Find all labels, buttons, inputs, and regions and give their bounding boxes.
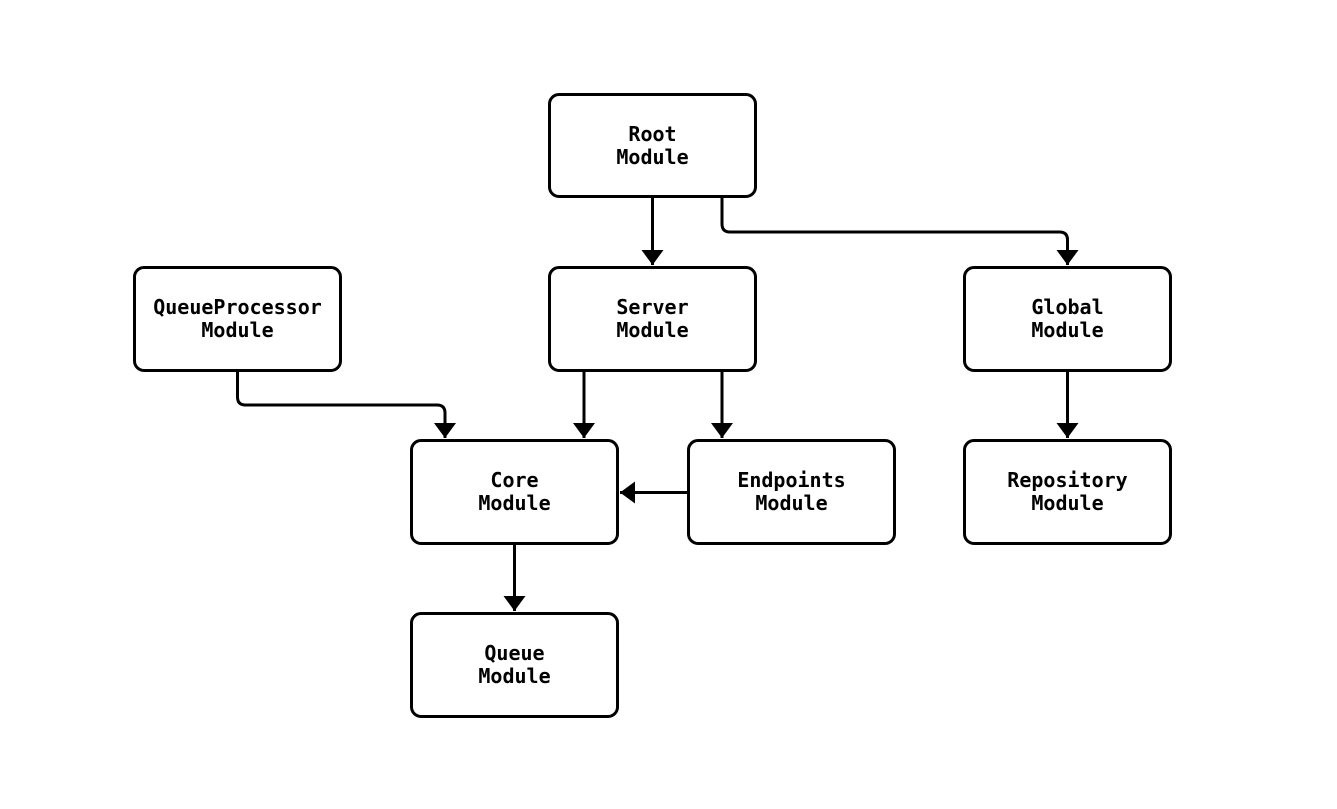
node-core-module: Core Module [410, 439, 619, 545]
node-global-module: Global Module [963, 266, 1172, 372]
node-root-module: Root Module [548, 93, 757, 198]
node-server-module: Server Module [548, 266, 757, 372]
edge-root-to-global [720, 198, 1079, 265]
node-queue-module: Queue Module [410, 612, 619, 718]
node-endpoints-module: Endpoints Module [687, 439, 896, 545]
edge-queueprocessor-to-core [236, 372, 456, 438]
node-queueprocessor-module: QueueProcessor Module [133, 266, 342, 372]
node-repository-module: Repository Module [963, 439, 1172, 545]
